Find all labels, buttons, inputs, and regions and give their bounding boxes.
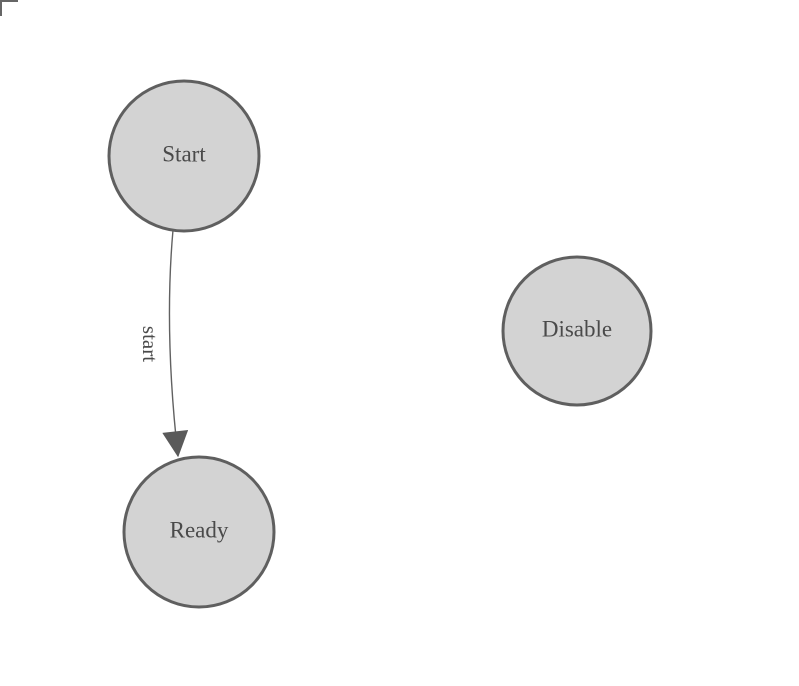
canvas-corner-bracket — [0, 0, 18, 16]
state-circle-disable[interactable] — [501, 255, 653, 407]
state-circle-start[interactable] — [107, 79, 261, 233]
state-node-start[interactable]: Start — [107, 79, 261, 233]
edge-start-to-ready: start — [138, 229, 189, 458]
state-node-disable[interactable]: Disable — [501, 255, 653, 407]
state-node-ready[interactable]: Ready — [122, 455, 276, 609]
state-circle-ready[interactable] — [122, 455, 276, 609]
edge-label-start: start — [138, 326, 162, 362]
edge-line-start-to-ready[interactable] — [162, 229, 189, 458]
